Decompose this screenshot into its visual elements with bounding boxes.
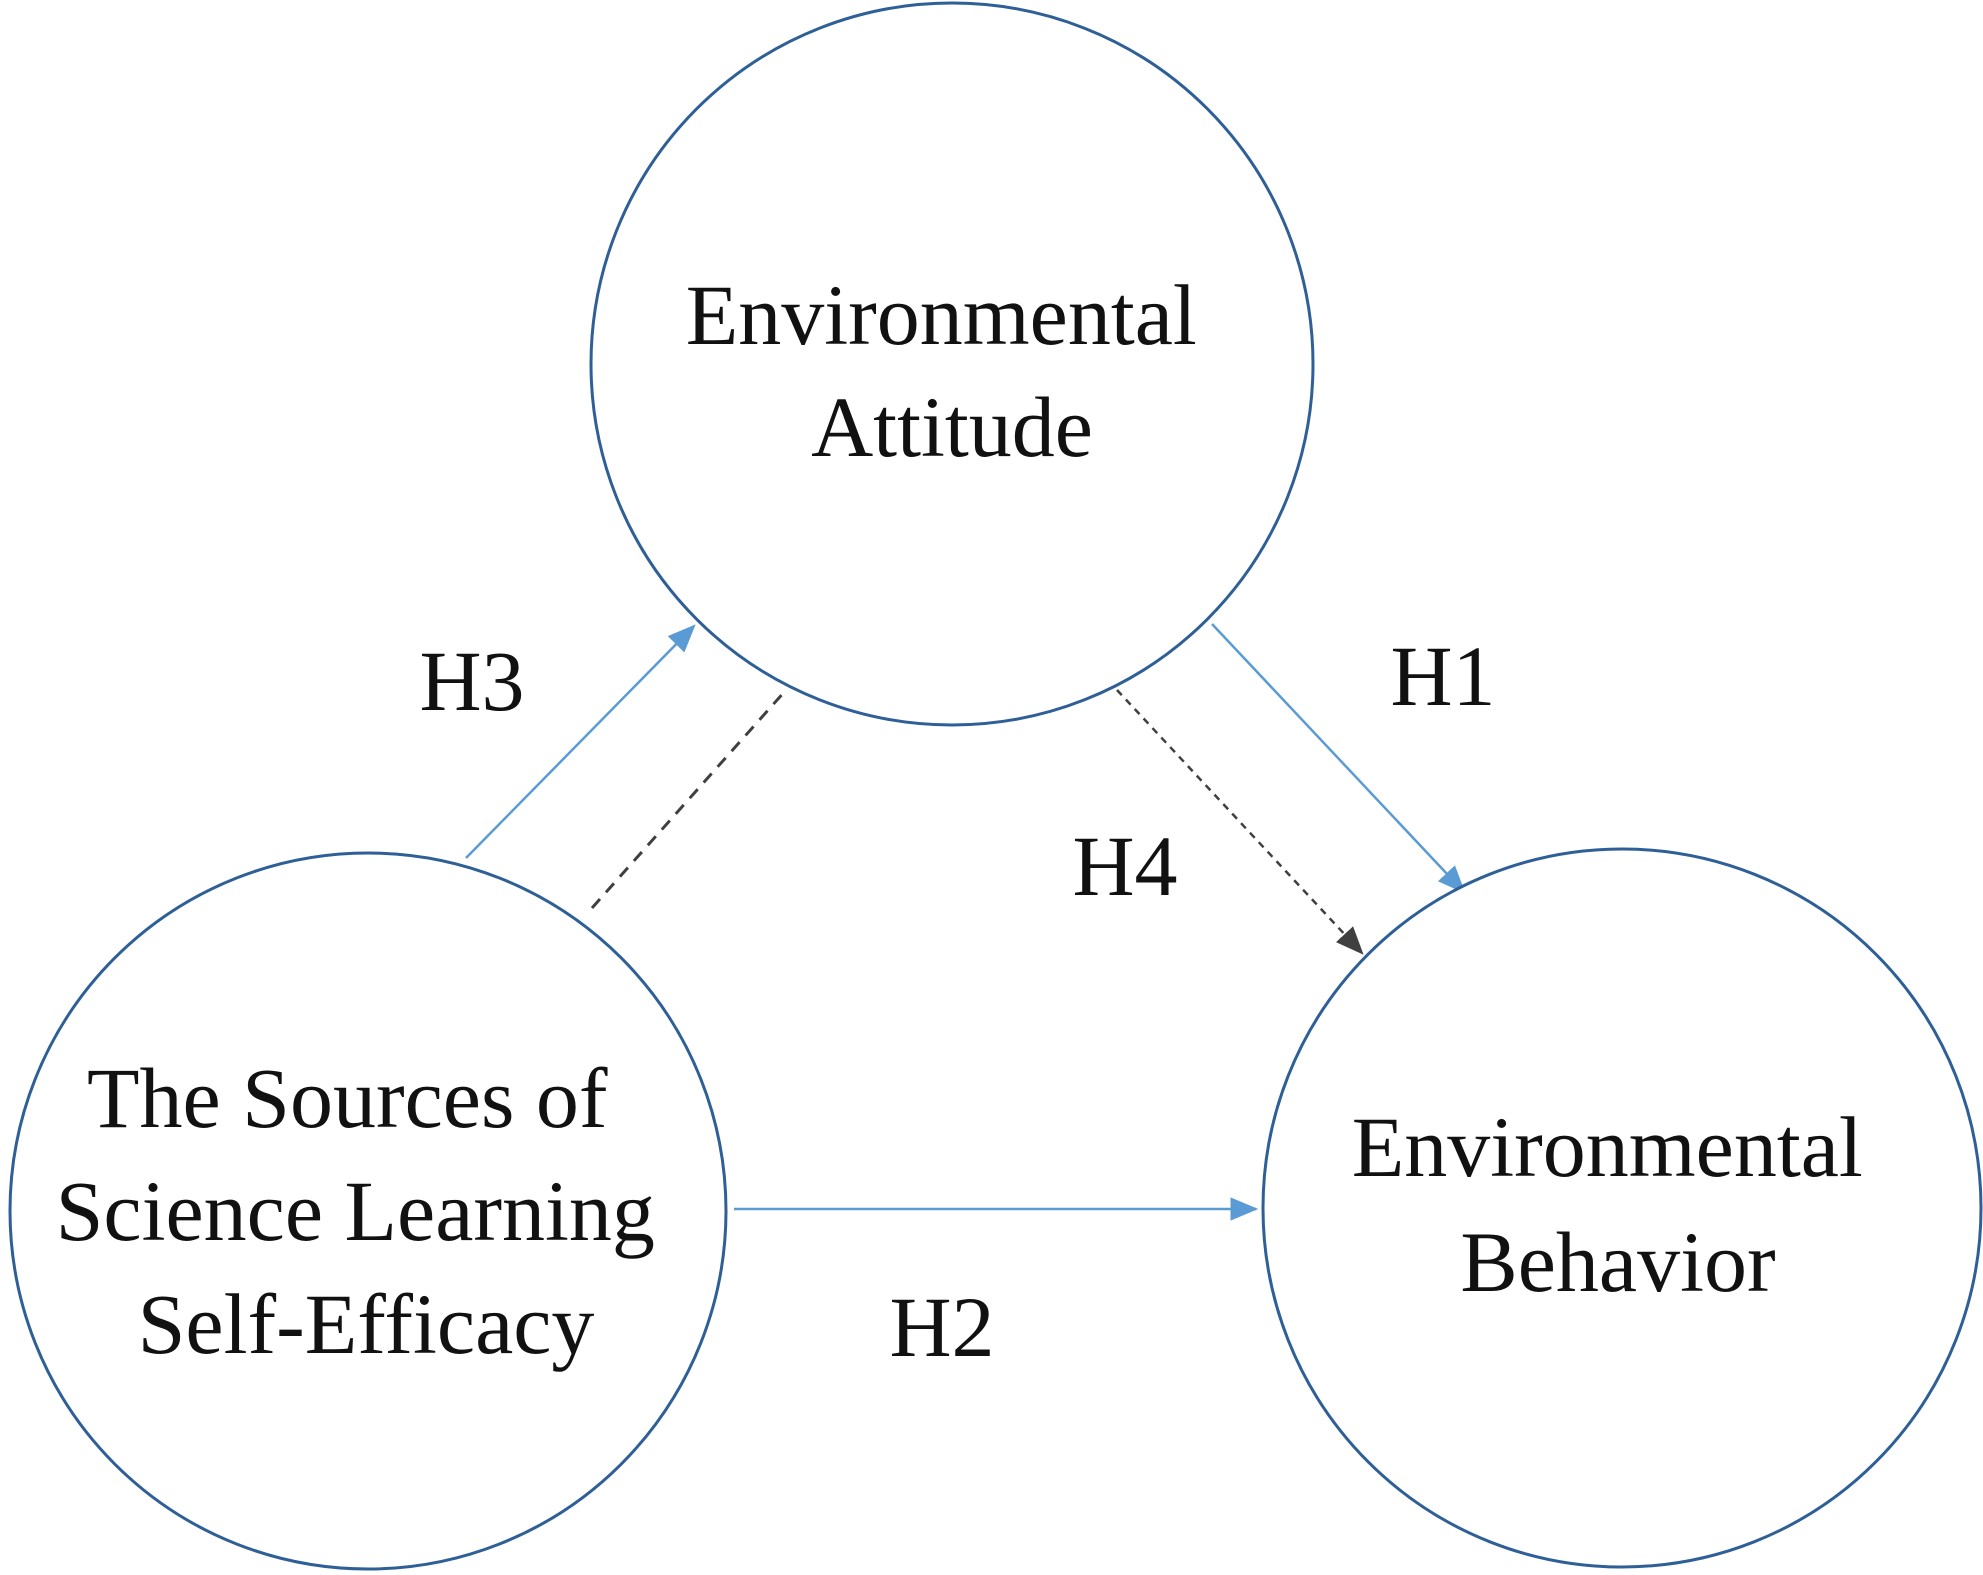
self-efficacy-label: The Sources of Science Learning Self-Eff… [56, 1050, 677, 1372]
behavior-label: Environmental Behavior [1352, 1099, 1885, 1310]
hypothesis-labels: H3 H1 H4 H2 [419, 628, 1495, 1375]
behavior-circle [1261, 847, 1983, 1569]
attitude-circle [589, 1, 1315, 727]
h1-arrow [1211, 623, 1466, 894]
self-efficacy-label-line-1: The Sources of [87, 1050, 608, 1146]
h4-arrow [1116, 689, 1364, 955]
node-environmental-behavior: Environmental Behavior [1261, 847, 1983, 1569]
behavior-label-line-1: Environmental [1352, 1099, 1863, 1195]
attitude-label-line-2: Attitude [811, 379, 1093, 475]
h4-label: H4 [1072, 818, 1177, 914]
self-efficacy-label-line-3: Self-Efficacy [138, 1276, 595, 1372]
self-efficacy-label-line-2: Science Learning [56, 1163, 655, 1259]
h2-label: H2 [889, 1279, 994, 1375]
self-efficacy-circle [8, 851, 728, 1571]
h3-label: H3 [419, 633, 524, 729]
attitude-label-line-1: Environmental [686, 267, 1197, 363]
behavior-label-line-2: Behavior [1460, 1214, 1775, 1310]
arrows [465, 623, 1466, 1221]
mediation-dashed-line [590, 689, 788, 909]
h3-arrow [465, 624, 696, 859]
attitude-label: Environmental Attitude [686, 267, 1219, 475]
node-environmental-attitude: Environmental Attitude [589, 1, 1315, 727]
node-self-efficacy: The Sources of Science Learning Self-Eff… [8, 851, 728, 1571]
h1-label: H1 [1390, 628, 1495, 724]
